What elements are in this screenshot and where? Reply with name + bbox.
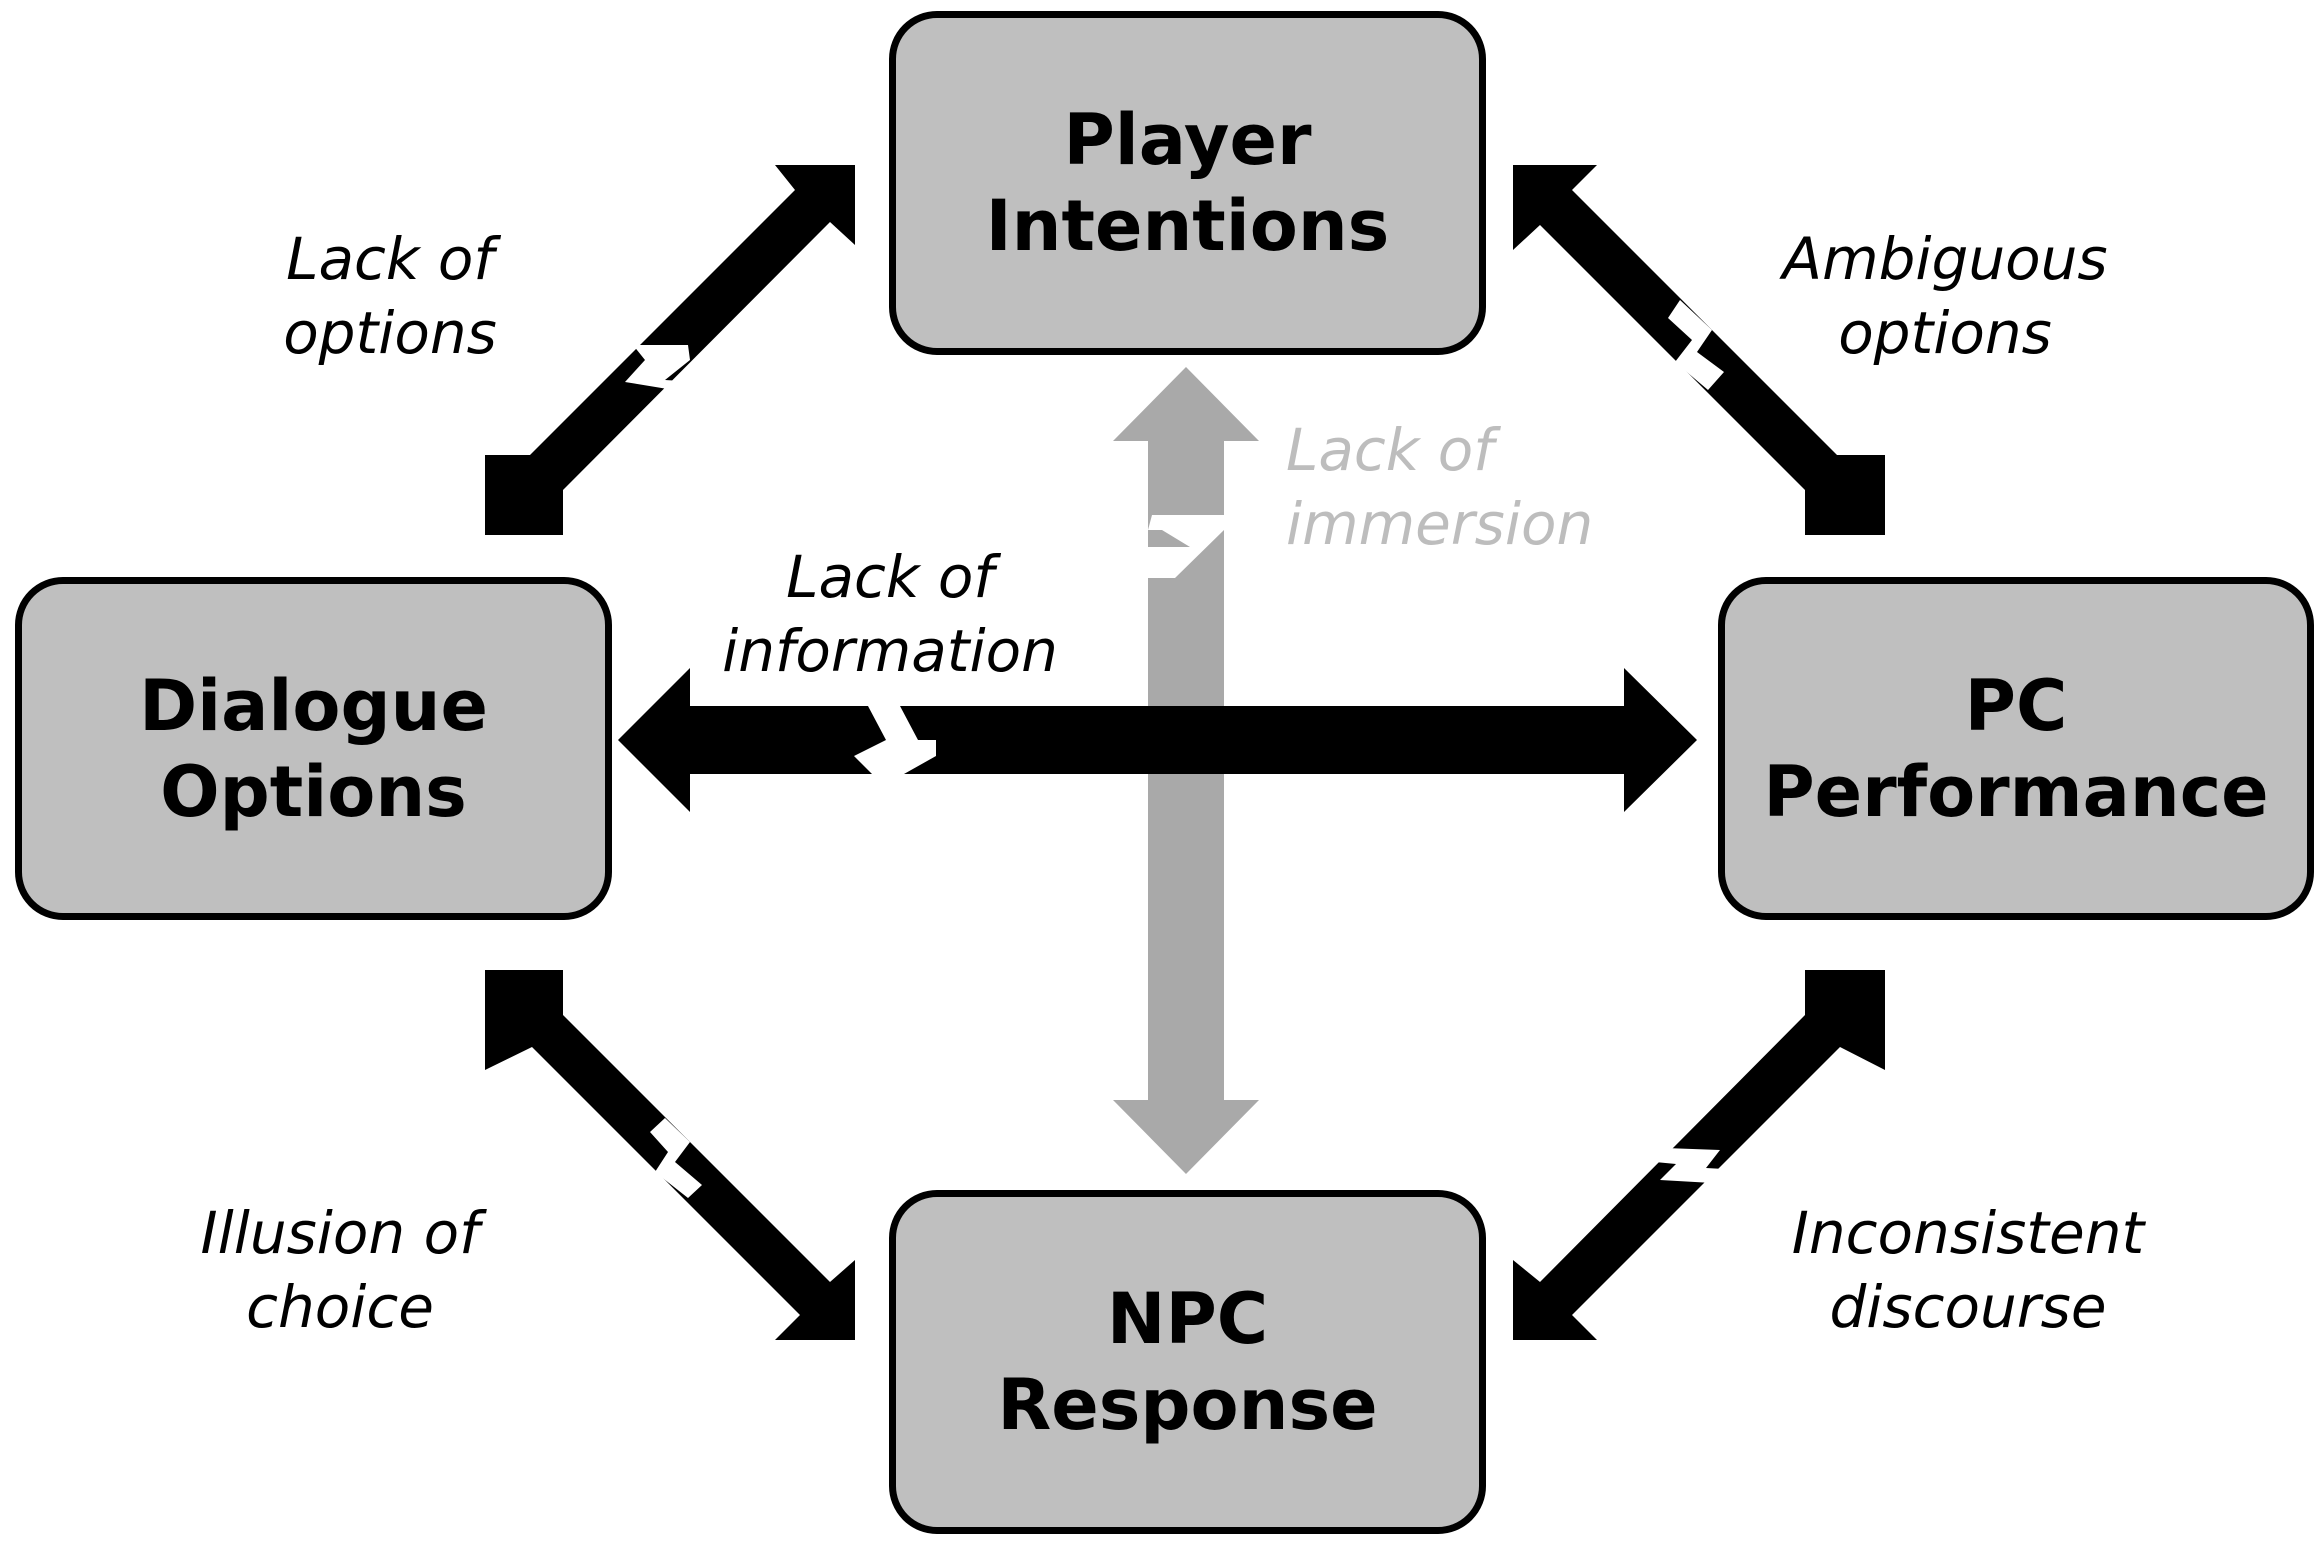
label-lack-of-options-line2: options [283, 299, 497, 367]
break-mark-lack-of-options [625, 345, 698, 393]
label-lack-of-options-line1: Lack of [286, 225, 494, 293]
node-npc-response-line2: Response [997, 1364, 1378, 1446]
node-npc-response: NPC Response [889, 1190, 1486, 1534]
break-mark-inconsistent-discourse [1655, 1148, 1742, 1184]
label-lack-of-information: Lack of information [690, 540, 1090, 688]
node-player-intentions-line2: Intentions [985, 185, 1390, 267]
node-dialogue-options-line1: Dialogue [139, 664, 488, 747]
label-inconsistent-discourse-line2: discourse [1829, 1273, 2107, 1341]
node-dialogue-options: Dialogue Options [15, 577, 612, 920]
node-pc-performance: PC Performance [1718, 577, 2314, 920]
label-inconsistent-discourse: Inconsistent discourse [1778, 1196, 2158, 1344]
arrow-options-top-left [485, 165, 855, 535]
arrow-information [618, 668, 1697, 812]
node-pc-performance-line2: Performance [1763, 750, 2269, 833]
break-mark-immersion [1148, 515, 1224, 578]
label-inconsistent-discourse-line1: Inconsistent [1791, 1199, 2145, 1267]
arrow-options-top-right [1513, 165, 1885, 535]
label-illusion-of-choice-line1: Illusion of [200, 1199, 480, 1267]
break-mark-ambiguous-options [1668, 300, 1724, 390]
label-illusion-of-choice-line2: choice [246, 1273, 434, 1341]
node-player-intentions: Player Intentions [889, 11, 1486, 355]
label-lack-of-immersion-line2: immersion [1286, 490, 1594, 558]
arrow-choice-bottom-left [485, 970, 855, 1340]
label-lack-of-immersion-line1: Lack of [1286, 416, 1494, 484]
label-ambiguous-options-line2: options [1838, 299, 2052, 367]
break-mark-information [854, 706, 936, 774]
arrow-discourse-bottom-right [1513, 970, 1885, 1340]
node-dialogue-options-line2: Options [160, 750, 467, 833]
label-lack-of-information-line2: information [722, 617, 1058, 685]
label-ambiguous-options-line1: Ambiguous [1782, 225, 2108, 293]
label-ambiguous-options: Ambiguous options [1770, 222, 2120, 370]
label-lack-of-immersion: Lack of immersion [1286, 413, 1646, 561]
node-pc-performance-line1: PC [1964, 664, 2068, 747]
node-player-intentions-line1: Player [1063, 99, 1312, 181]
break-mark-illusion-of-choice [650, 1118, 702, 1198]
label-lack-of-options: Lack of options [230, 222, 550, 370]
label-lack-of-information-line1: Lack of [786, 543, 994, 611]
node-npc-response-line1: NPC [1106, 1278, 1269, 1360]
label-illusion-of-choice: Illusion of choice [175, 1196, 505, 1344]
